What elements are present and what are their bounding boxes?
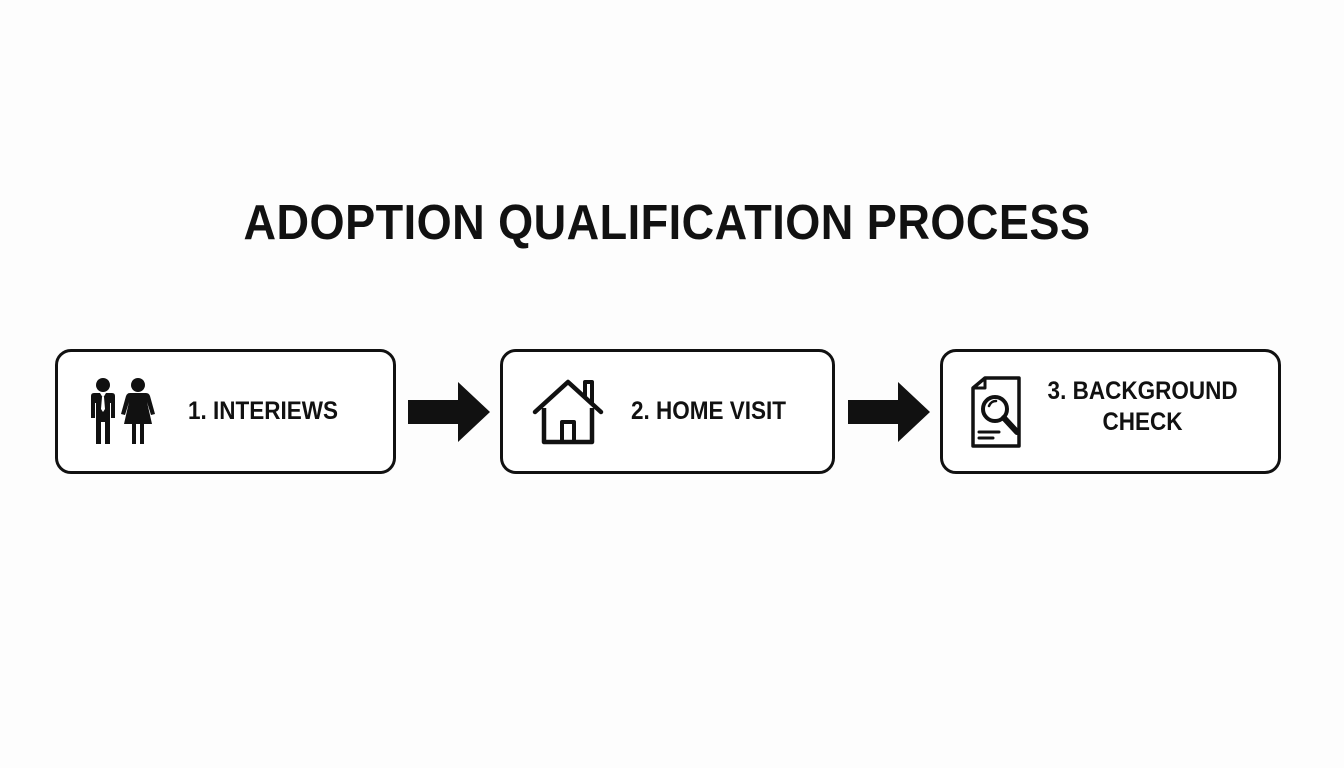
- step-label: 1. INTERIEWS: [188, 397, 339, 425]
- house-icon: [529, 376, 607, 448]
- step-background-check: 3. BACKGROUND CHECK: [940, 349, 1281, 474]
- arrow-right-icon: [408, 382, 490, 442]
- step-label: 3. BACKGROUND CHECK: [1047, 376, 1238, 436]
- step-label: 2. HOME VISIT: [631, 397, 787, 425]
- step-home-visit: 2. HOME VISIT: [500, 349, 835, 474]
- people-icon: [86, 376, 158, 448]
- document-search-icon: [969, 375, 1027, 448]
- arrow-right-icon: [848, 382, 930, 442]
- diagram-title: ADOPTION QUALIFICATION PROCESS: [243, 196, 1091, 250]
- step-interviews: 1. INTERIEWS: [55, 349, 396, 474]
